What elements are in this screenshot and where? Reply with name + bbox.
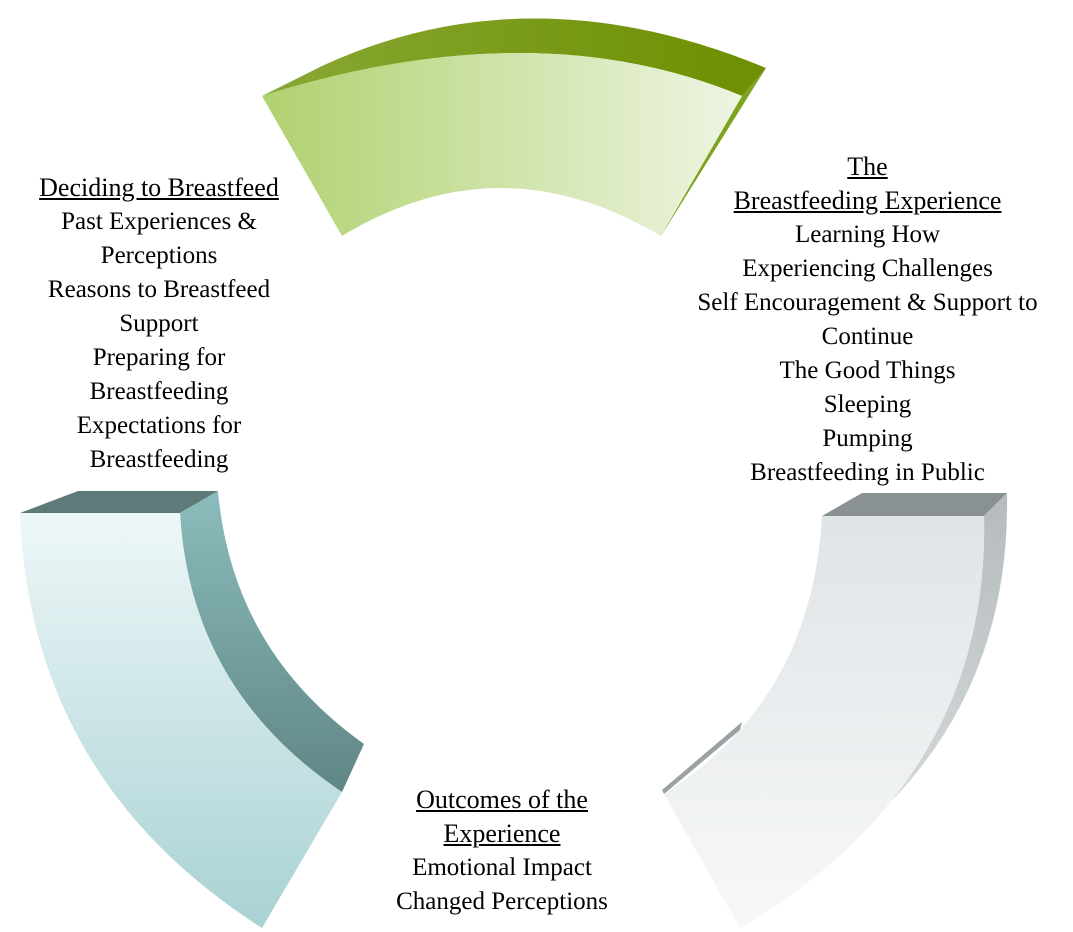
teal-arc-top-face — [20, 491, 218, 513]
experience-line: Sleeping — [823, 391, 912, 418]
experience-heading-line1: The — [847, 152, 888, 181]
teal-arc-segment — [20, 491, 364, 928]
experience-line: Self Encouragement & Support to — [697, 289, 1038, 316]
deciding-line: Support — [119, 310, 199, 337]
grey-arc-front-face — [664, 516, 985, 928]
grey-arc-side-face — [740, 493, 1008, 928]
experience-line: Experiencing Challenges — [742, 255, 993, 282]
experience-line: Pumping — [822, 425, 913, 452]
deciding-line: Expectations for — [76, 412, 242, 439]
teal-arc-side-face — [180, 491, 364, 792]
deciding-line: Reasons to Breastfeed — [47, 276, 271, 303]
deciding-heading: Deciding to Breastfeed — [39, 173, 279, 202]
teal-arc-front-face — [20, 513, 342, 928]
green-arc-side-face — [660, 68, 766, 236]
deciding-line: Past Experiences & — [61, 208, 257, 235]
deciding-text-block: Deciding to Breastfeed Past Experiences … — [0, 171, 318, 477]
outcomes-heading-line1: Outcomes of the — [416, 785, 588, 814]
deciding-line: Perceptions — [100, 242, 218, 269]
outcomes-text-block: Outcomes of the Experience Emotional Imp… — [352, 783, 652, 919]
deciding-line: Breastfeeding — [89, 446, 229, 473]
experience-line: Learning How — [794, 221, 941, 248]
outcomes-line: Emotional Impact — [412, 854, 592, 881]
grey-arc-inner-edge — [662, 722, 742, 794]
experience-line: Continue — [821, 323, 914, 350]
deciding-line: Breastfeeding — [89, 378, 229, 405]
outcomes-heading-line2: Experience — [443, 819, 561, 848]
grey-arc-top-face — [822, 493, 1007, 516]
green-arc-top-face — [262, 18, 766, 97]
outcomes-line: Changed Perceptions — [396, 888, 608, 915]
grey-arc-segment — [662, 493, 1008, 928]
green-arc-segment — [262, 18, 766, 236]
deciding-line: Preparing for — [92, 344, 226, 371]
green-arc-front-face — [262, 53, 742, 236]
experience-text-block: The Breastfeeding Experience Learning Ho… — [662, 150, 1073, 490]
experience-line: The Good Things — [779, 357, 956, 384]
experience-line: Breastfeeding in Public — [750, 459, 985, 486]
experience-heading-line2: Breastfeeding Experience — [733, 186, 1002, 215]
